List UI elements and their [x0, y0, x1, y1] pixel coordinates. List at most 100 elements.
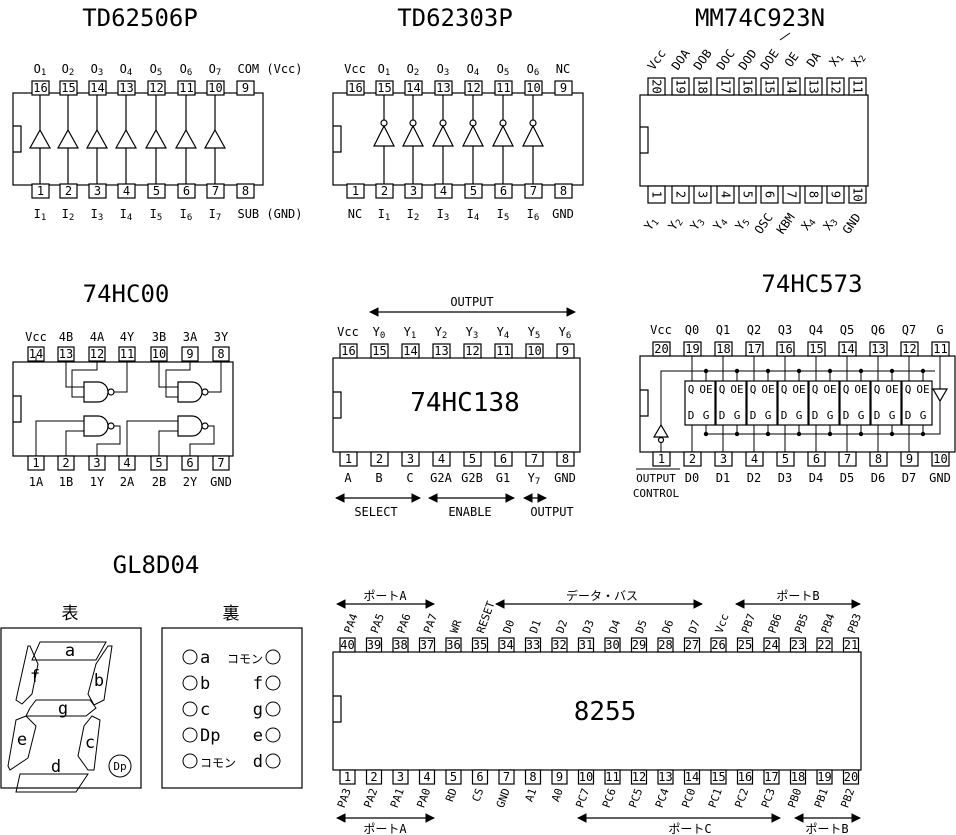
i8255-pin-26-box [710, 637, 727, 653]
i8255-pin-19-box [816, 769, 833, 785]
segment-label-b: b [94, 671, 104, 691]
i8255-pin-30-box [604, 637, 621, 653]
td62303p-label-top-13: O3 [437, 62, 450, 78]
back-pin-circle-icon [265, 727, 281, 743]
hc138-pin-15-number: 15 [372, 344, 386, 358]
hc573-pin-14-number: 14 [840, 342, 854, 356]
mm74c923n-pin-18-number: 18 [696, 79, 710, 93]
i8255-pin-15-number: 15 [711, 770, 725, 784]
i8255-pin-13-box [657, 769, 674, 785]
hc138-pin-6-number: 6 [500, 452, 507, 466]
hc573-notch [640, 389, 649, 417]
mm74c923n-pin-14-number: 14 [785, 79, 799, 93]
i8255-pin-6-number: 6 [476, 770, 483, 784]
td62303p-label-bottom-3: I2 [407, 207, 420, 223]
hc573-latch-cell [839, 380, 871, 426]
back-left-label-3: Dp [200, 726, 220, 746]
hc00-pin-10-box [150, 346, 168, 362]
td62506p-pin-8-box [236, 183, 255, 199]
hc573-label-top-14: Q5 [840, 323, 854, 337]
i8255-pin-22-number: 22 [817, 638, 831, 652]
td62506p-pin-2-number: 2 [65, 184, 72, 198]
hc00-pins: 141Vcc1A1324B1B1234A1Y1144Y2A1053B2B963A… [25, 330, 232, 489]
hc573-cell-d: D [812, 409, 819, 422]
hc573-pin-6-number: 6 [813, 452, 820, 466]
i8255-pin-1-number: 1 [344, 770, 351, 784]
hc573-cell-d: D [688, 409, 695, 422]
mm74c923n-pin-13-number: 13 [807, 79, 821, 93]
td62506p-label-top-15: O2 [62, 62, 75, 78]
mm74c923n-pin-17-box [716, 77, 735, 96]
i8255-pin-5-number: 5 [450, 770, 457, 784]
mm74c923n-pin-4-number: 4 [719, 191, 733, 198]
i8255-label-bottom-13: PC4 [653, 786, 672, 809]
td62303p-label-bottom-6: I5 [497, 207, 510, 223]
i8255-label-top-34: D0 [501, 618, 518, 635]
hc00-label-bottom-2: 1B [59, 475, 73, 489]
td62303p-label-bottom-1: NC [348, 207, 362, 221]
hc573-cell-oe: OE [792, 383, 805, 396]
i8255-pin-35-number: 35 [473, 638, 487, 652]
td62506p-pin-1-number: 1 [37, 184, 44, 198]
td62506p-label-top-10: O7 [209, 62, 222, 78]
i8255-portb-top-label: ポートB [776, 589, 819, 603]
hc00-label-top-12: 4A [90, 330, 105, 344]
i8255-pin-30-number: 30 [605, 638, 619, 652]
td62303p-title: TD62303P [397, 4, 513, 32]
i8255-label-bottom-6: CS [470, 787, 487, 804]
td62303p-pin-10-number: 10 [526, 81, 540, 95]
hc573-label-top-19: Q0 [685, 323, 699, 337]
back-pin-circle-icon [182, 753, 198, 769]
hc573-label-top-11: G [936, 323, 943, 337]
hc573-pin-7-number: 7 [844, 452, 851, 466]
td62303p-label-bottom-7: I6 [527, 207, 540, 223]
mm74c923n-pin-9-number: 9 [829, 191, 843, 198]
i8255-label-bottom-5: RD [443, 787, 460, 804]
hc138-pin-11-box [494, 343, 513, 359]
td62303p-label-bottom-8: GND [552, 207, 574, 221]
mm74c923n-pin-2-box [671, 185, 690, 204]
hc00-wire [71, 362, 98, 398]
hc00-pin-7-number: 7 [217, 456, 224, 470]
hc138-group: OUTPUT 74HC138 161VccA152Y0B143Y1C134Y2G… [332, 295, 581, 519]
hc00-pin-8-number: 8 [217, 347, 224, 361]
td62506p-pin-15-number: 15 [61, 81, 75, 95]
hc00-pin-9-box [181, 346, 199, 362]
back-right-label-0: コモン [227, 652, 263, 666]
i8255-label-bottom-9: A0 [549, 787, 566, 804]
mm74c923n-label-bottom-4: Y4 [710, 215, 730, 235]
back-pin-circle-icon [265, 675, 281, 691]
mm74c923n-pin-12-number: 12 [829, 79, 843, 93]
hc138-label-top-16: Vcc [337, 325, 359, 339]
hc00-label-bottom-6: 2Y [183, 475, 198, 489]
td62506p-label-top-12: O5 [150, 62, 163, 78]
td62303p-label-top-11: O5 [497, 62, 510, 78]
hc138-pin-13-number: 13 [434, 344, 448, 358]
hc138-label-bottom-6: G1 [496, 471, 510, 485]
td62303p-pin-6-number: 6 [500, 184, 507, 198]
hc00-body [12, 361, 234, 457]
hc138-label-bottom-8: GND [554, 471, 576, 485]
back-pin-circle-icon [265, 649, 281, 665]
td62506p-title: TD62506P [82, 4, 198, 32]
hc138-pin-3-number: 3 [407, 452, 414, 466]
i8255-label-top-33: D1 [527, 618, 544, 635]
hc138-pin-10-number: 10 [527, 344, 541, 358]
hc138-pin-8-number: 8 [562, 452, 569, 466]
i8255-pin-26-number: 26 [711, 638, 725, 652]
mm74c923n-pin-15-number: 15 [763, 79, 777, 93]
td62506p-pin-10-number: 10 [208, 81, 222, 95]
hc573-pin-11-number: 11 [933, 342, 947, 356]
td62303p-pin-4-number: 4 [440, 184, 447, 198]
i8255-label-bottom-18: PB0 [785, 787, 804, 810]
mm74c923n-label-bottom-7: KBM [774, 211, 798, 237]
hc573-cell-q: Q [750, 383, 757, 396]
hc573-label-top-16: Q3 [778, 323, 792, 337]
segment-a [31, 641, 107, 661]
hc00-wire [65, 362, 84, 388]
i8255-pin-31-number: 31 [579, 638, 593, 652]
hc573-cell-g: G [827, 409, 834, 422]
hc138-label-bottom-4: G2A [430, 471, 452, 485]
back-left-label-1: b [200, 674, 210, 694]
